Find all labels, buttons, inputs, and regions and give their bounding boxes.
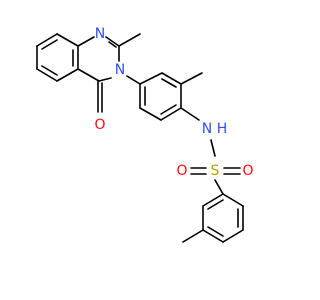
bond (160, 104, 177, 115)
atom-label-o-sulfonyl-1: O (176, 163, 187, 179)
bond (56, 33, 79, 47)
bond (161, 72, 182, 85)
atom-label-n-quinazoline-3: N (115, 62, 125, 78)
bond (77, 68, 100, 82)
bond (180, 107, 200, 121)
bond (222, 193, 244, 207)
bond (207, 226, 224, 237)
atom-label-o-carbonyl: O (94, 117, 105, 133)
atom-label-s-sulfonyl: S (211, 163, 220, 179)
bond (214, 179, 224, 195)
bond (207, 199, 224, 210)
bond (222, 229, 244, 243)
bond (126, 75, 141, 85)
bond (210, 139, 216, 157)
bond (202, 193, 224, 207)
bond (56, 68, 79, 82)
molecule-structure-diagram: N N O N H S O O (36, 26, 254, 243)
bond (98, 77, 112, 82)
bond (41, 65, 58, 76)
bond (118, 33, 141, 47)
atom-labels: N N O N H S O O (94, 26, 253, 179)
bond (160, 107, 182, 121)
bond-lines (36, 33, 244, 243)
atom-label-n-sulfonamide: N (202, 121, 212, 137)
bond (105, 36, 120, 47)
bond (202, 229, 224, 243)
bond (36, 33, 58, 47)
atom-label-n-quinazoline-1: N (95, 26, 105, 42)
atom-label-h-sulfonamide: H (217, 121, 228, 137)
bond (36, 68, 58, 82)
bond (77, 36, 95, 47)
bond (161, 78, 177, 88)
atom-label-o-sulfonyl-2: O (242, 163, 253, 179)
bond (182, 229, 204, 243)
bond (180, 72, 203, 85)
bond (139, 72, 163, 85)
bond (139, 107, 162, 121)
bond (108, 41, 117, 48)
bond (41, 39, 58, 50)
